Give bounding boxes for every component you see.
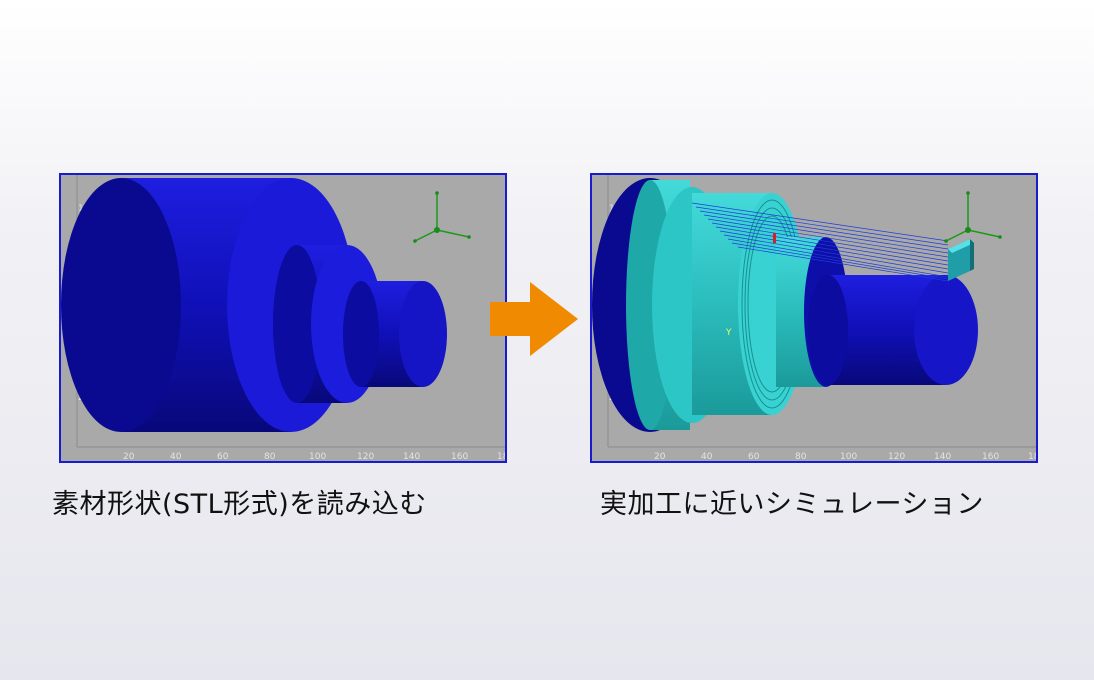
simulation-render: 100 80 60 40 20 20 40 60 80 100 120 140 … (592, 175, 1036, 461)
stock-cylinder-small (343, 281, 447, 387)
axis-triad-icon (944, 191, 1002, 243)
stock-model-caption: 素材形状(STL形式)を読み込む (52, 489, 427, 520)
stock-model-viewport[interactable]: 100 80 60 40 20 20 40 60 80 100 120 140 … (59, 173, 507, 463)
x-tick: 80 (795, 452, 807, 461)
x-tick: 140 (403, 452, 420, 461)
toolpath-lines (691, 202, 949, 282)
simulation-caption: 実加工に近いシミュレーション (600, 489, 984, 520)
x-tick: 160 (451, 452, 468, 461)
cut-position-marker (773, 233, 776, 243)
x-tick: 18 (497, 452, 505, 461)
x-tick: 120 (357, 452, 374, 461)
origin-label: Y (725, 328, 732, 338)
cutting-tool-icon (948, 239, 974, 281)
stock-shaft (808, 275, 978, 385)
x-tick: 20 (654, 452, 666, 461)
simulation-viewport[interactable]: 100 80 60 40 20 20 40 60 80 100 120 140 … (590, 173, 1038, 463)
x-tick: 140 (934, 452, 951, 461)
x-tick: 80 (264, 452, 276, 461)
x-tick: 100 (840, 452, 857, 461)
x-tick: 40 (701, 452, 713, 461)
axis-triad-icon (413, 191, 471, 243)
x-tick: 60 (748, 452, 760, 461)
right-arrow-icon (490, 282, 578, 356)
x-tick: 40 (170, 452, 182, 461)
x-tick: 100 (309, 452, 326, 461)
stock-model-render: 100 80 60 40 20 20 40 60 80 100 120 140 … (61, 175, 505, 461)
x-tick: 160 (982, 452, 999, 461)
x-tick: 120 (888, 452, 905, 461)
x-tick: 18 (1028, 452, 1036, 461)
x-tick: 60 (217, 452, 229, 461)
x-tick: 20 (123, 452, 135, 461)
